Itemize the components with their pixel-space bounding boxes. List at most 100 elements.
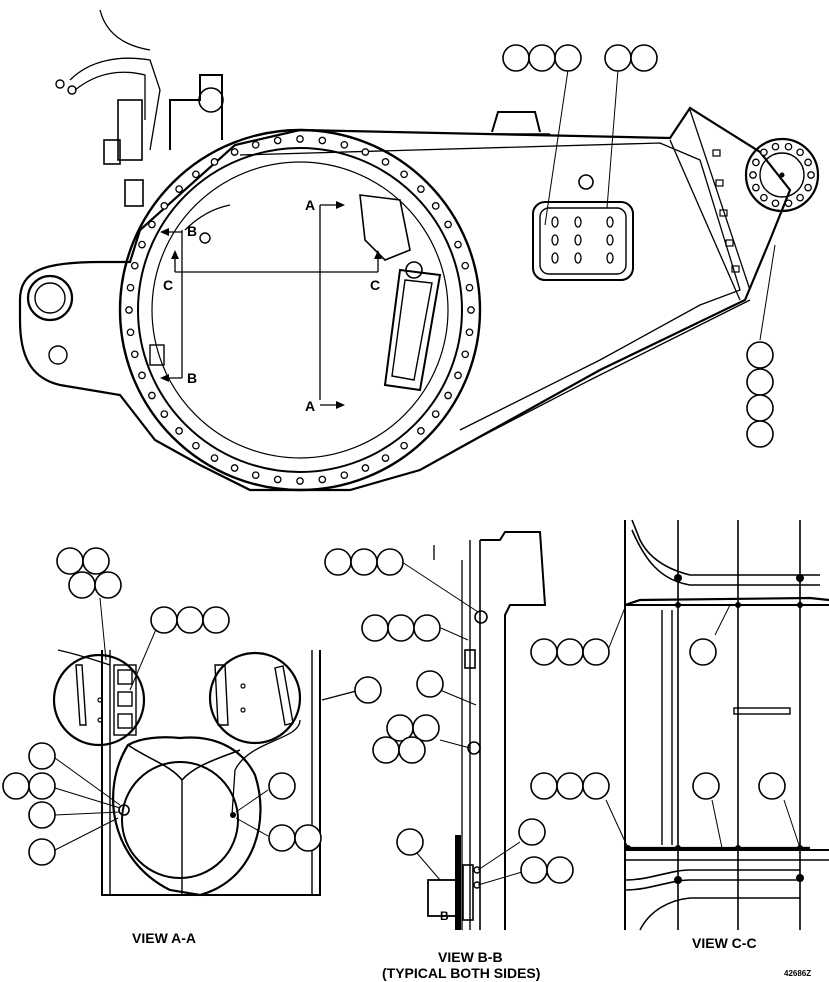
cover-bolt-hole	[551, 234, 559, 246]
callout-balloon	[376, 548, 404, 576]
section-mark-c-right: C	[370, 277, 380, 293]
cover-bolt-hole	[574, 252, 582, 264]
callout-balloon	[56, 547, 84, 575]
callout-balloons	[2, 44, 786, 884]
callout-balloon	[630, 44, 658, 72]
ring-bolt-hole	[431, 202, 440, 210]
ring-bolt-hole	[175, 427, 183, 435]
view-c-harness-top	[624, 596, 829, 607]
ring-bolt-hole	[126, 283, 135, 292]
ring-bolt-hole	[273, 475, 282, 484]
section-mark-a-bottom: A	[305, 398, 315, 414]
end-bearing-bolt	[752, 183, 760, 192]
callout-balloon	[68, 571, 96, 599]
ring-bolt-hole	[273, 136, 282, 145]
ring-bolt-hole	[361, 464, 370, 472]
ring-bolt-hole	[465, 328, 474, 337]
ring-bolt-hole	[210, 454, 219, 462]
cover-bolt-hole	[606, 234, 614, 246]
internal-bracket	[359, 194, 411, 261]
ring-bolt-hole	[417, 185, 425, 193]
end-bearing-bolts	[749, 142, 815, 208]
callout-balloon	[746, 368, 774, 396]
ring-bolt-hole	[192, 441, 200, 450]
callout-balloon	[746, 341, 774, 369]
ring-bolt-hole	[130, 261, 139, 270]
cover-bolt-hole	[551, 252, 559, 264]
callout-balloon	[150, 606, 178, 634]
callout-balloon	[556, 772, 584, 800]
end-bearing-bolt	[784, 199, 793, 208]
ring-bolt-hole	[465, 283, 474, 292]
view-a-detail-right	[208, 651, 302, 745]
callout-balloon	[518, 818, 546, 846]
ring-bolt-hole	[148, 220, 156, 229]
end-bearing-bolt	[752, 158, 760, 167]
cover-bolt-hole	[606, 252, 614, 264]
ring-bolt-hole	[230, 464, 239, 472]
callout-balloon	[396, 828, 424, 856]
callout-balloon	[689, 638, 717, 666]
section-mark-c-left: C	[163, 277, 173, 293]
ring-bolt-hole	[461, 350, 470, 359]
callout-balloon	[294, 824, 322, 852]
ring-bolt-hole	[318, 475, 327, 484]
callout-balloon	[2, 772, 30, 800]
cover-bolt-hole	[574, 234, 582, 246]
cover-bolt-hole	[606, 216, 614, 228]
view-b-subtitle: (TYPICAL BOTH SIDES)	[382, 965, 540, 981]
end-bearing-bolt	[804, 158, 812, 167]
callout-balloon	[502, 44, 530, 72]
callout-balloon	[268, 772, 296, 800]
callout-balloon	[28, 838, 56, 866]
callout-balloon	[361, 614, 389, 642]
end-bearing-bolt	[760, 193, 768, 202]
ring-bolt-holes	[125, 135, 475, 485]
callout-balloon	[94, 571, 122, 599]
connector-block	[117, 99, 143, 161]
ring-bolt-hole	[400, 441, 408, 450]
callout-balloon	[28, 801, 56, 829]
ring-bolt-hole	[454, 371, 462, 380]
view-b-title: VIEW B-B	[438, 949, 503, 965]
ring-bolt-hole	[461, 261, 470, 270]
ring-bolt-hole	[454, 240, 462, 249]
ring-bolt-hole	[400, 170, 408, 179]
callout-balloon	[416, 670, 444, 698]
end-bearing-bolt	[804, 183, 812, 192]
ring-bolt-hole	[138, 371, 146, 380]
end-bearing-bolt	[749, 171, 757, 179]
bolt-ring-inner	[137, 147, 463, 473]
callout-balloon	[372, 736, 400, 764]
ring-bolt-hole	[340, 140, 349, 149]
view-c-c: VIEW C-C	[605, 519, 829, 951]
ring-bolt-hole	[296, 135, 304, 143]
callout-balloon	[556, 638, 584, 666]
callout-balloon	[28, 742, 56, 770]
ring-bolt-hole	[192, 170, 200, 179]
end-bearing-bolt	[771, 142, 780, 151]
access-cover	[532, 201, 634, 281]
ring-bolt-hole	[467, 306, 475, 314]
wire-harness	[69, 57, 161, 151]
ring-bolt-hole	[138, 240, 146, 249]
section-mark-b-bottom: B	[187, 370, 197, 386]
callout-balloon	[28, 772, 56, 800]
view-a-housing	[111, 736, 262, 897]
ring-bolt-hole	[125, 306, 133, 314]
callout-balloon	[176, 606, 204, 634]
section-mark-b-top: B	[187, 223, 197, 239]
section-mark-a-top: A	[305, 197, 315, 213]
pivot-eye	[26, 274, 74, 322]
lifting-handle	[491, 111, 541, 133]
end-bearing-bolt	[771, 199, 780, 208]
callout-balloon	[604, 44, 632, 72]
view-c-title: VIEW C-C	[692, 935, 757, 951]
side-bolts	[712, 149, 740, 273]
end-bearing-bolt	[784, 142, 793, 151]
view-b-marker: B	[440, 909, 449, 923]
bolt-ring-outer	[118, 128, 482, 492]
ring-bolt-hole	[126, 328, 135, 337]
end-bearing	[744, 137, 820, 213]
